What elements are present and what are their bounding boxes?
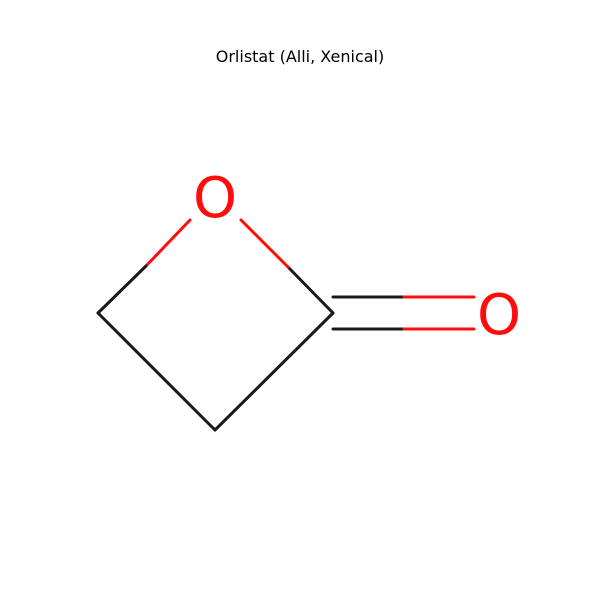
bond-c4-o1 xyxy=(239,218,335,315)
carbonyl-oxygen-label: O xyxy=(477,283,521,348)
bond-o1-c2 xyxy=(96,218,192,315)
double-bond-c4-o5 xyxy=(331,295,476,331)
ring-oxygen-label: O xyxy=(193,166,237,231)
molecule-title: Orlistat (Alli, Xenical) xyxy=(215,47,385,66)
bond-c2-c3 xyxy=(96,311,217,432)
bond-c3-c4 xyxy=(213,311,335,432)
